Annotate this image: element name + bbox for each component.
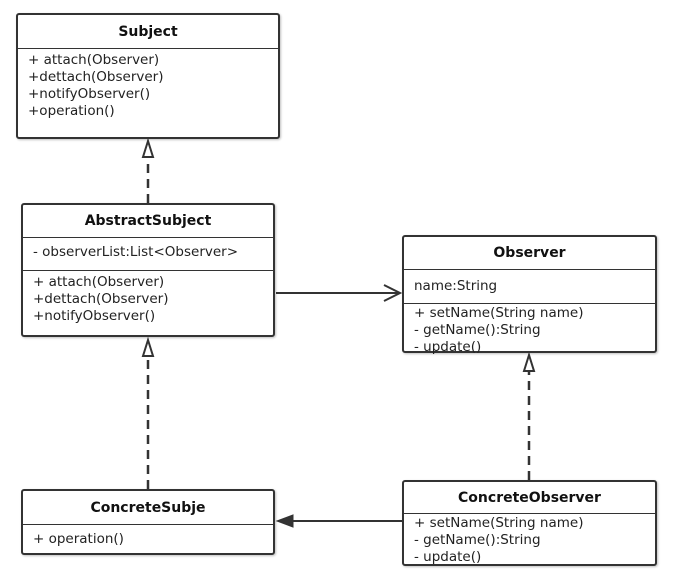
attribute: - observerList:List<Observer> — [33, 244, 239, 260]
class-observer: Observer name:String + setName(String na… — [402, 235, 657, 355]
class-observer-attributes: name:String — [404, 270, 655, 304]
method: + attach(Observer) — [33, 274, 165, 290]
method: - getName():String — [414, 322, 541, 338]
edge-concreteobserver-to-observer — [522, 351, 536, 480]
edge-abstractsubject-to-subject — [141, 137, 155, 203]
method: +notifyObserver() — [28, 86, 151, 102]
class-subject: Subject + attach(Observer) +dettach(Obse… — [16, 13, 280, 139]
class-concreteobserver-name: ConcreteObserver — [404, 482, 655, 514]
method: +operation() — [28, 103, 115, 119]
class-concretesubject-name: ConcreteSubje — [23, 491, 273, 525]
class-abstractsubject: AbstractSubject - observerList:List<Obse… — [21, 203, 275, 337]
class-abstractsubject-methods: + attach(Observer) +dettach(Observer) +n… — [23, 271, 273, 327]
method: - update() — [414, 339, 482, 355]
hollow-triangle-arrowhead — [522, 351, 536, 372]
method: + setName(String name) — [414, 515, 584, 531]
method: - getName():String — [414, 532, 541, 548]
method: +notifyObserver() — [33, 308, 156, 324]
class-concreteobserver: ConcreteObserver + setName(String name) … — [402, 480, 657, 566]
edge-concretesubject-to-abstractsubject — [141, 336, 155, 489]
class-abstractsubject-name: AbstractSubject — [23, 205, 273, 238]
method: - update() — [414, 549, 482, 565]
filled-arrowhead — [275, 514, 294, 528]
method: + setName(String name) — [414, 305, 584, 321]
class-concreteobserver-methods: + setName(String name) - getName():Strin… — [404, 514, 655, 568]
class-subject-name: Subject — [18, 15, 278, 49]
class-concretesubject-methods: + operation() — [23, 525, 273, 550]
class-abstractsubject-attributes: - observerList:List<Observer> — [23, 238, 273, 271]
hollow-triangle-arrowhead — [141, 137, 155, 158]
open-arrowhead — [383, 284, 403, 302]
class-concretesubject: ConcreteSubje + operation() — [21, 489, 275, 555]
class-observer-name: Observer — [404, 237, 655, 270]
method: + operation() — [33, 531, 124, 547]
method: + attach(Observer) — [28, 52, 160, 68]
method: +dettach(Observer) — [33, 291, 169, 307]
class-observer-methods: + setName(String name) - getName():Strin… — [404, 304, 655, 358]
hollow-triangle-arrowhead — [141, 336, 155, 357]
edge-abstractsubject-to-observer — [276, 284, 403, 302]
class-subject-methods: + attach(Observer) +dettach(Observer) +n… — [18, 49, 278, 122]
edge-concreteobserver-to-concretesubject — [275, 514, 403, 528]
attribute: name:String — [414, 278, 498, 294]
method: +dettach(Observer) — [28, 69, 164, 85]
